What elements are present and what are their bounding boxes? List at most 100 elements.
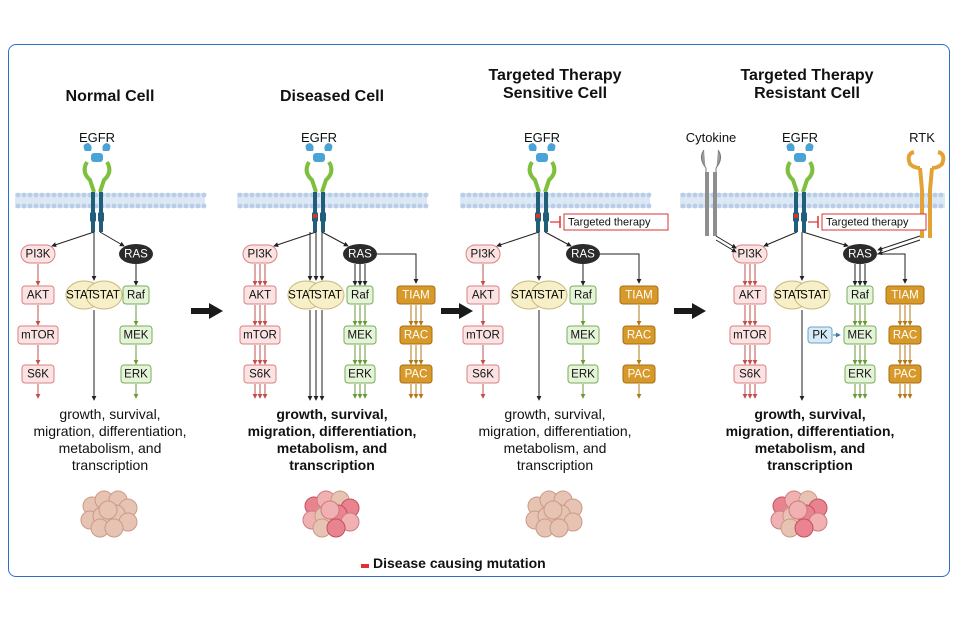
lipid-head <box>33 192 39 198</box>
transition-arrow <box>191 303 223 319</box>
ras-label: RAS <box>348 249 372 261</box>
lipid-head <box>716 192 722 198</box>
lipid-head <box>836 203 842 209</box>
membrane-band <box>680 193 945 208</box>
lipid-head <box>243 192 249 198</box>
lipid-head <box>195 203 201 209</box>
receptor-lobe <box>528 143 537 151</box>
lipid-head <box>634 192 640 198</box>
pi3k-node-label: PI3K <box>26 249 51 261</box>
lipid-head <box>598 192 604 198</box>
lipid-head <box>249 203 255 209</box>
receptor-lobe <box>83 143 92 151</box>
pac-node <box>399 364 433 384</box>
mtor-node-label: mTOR <box>466 330 500 342</box>
lipid-head <box>902 203 908 209</box>
rac-node <box>888 325 922 345</box>
receptor-label: EGFR <box>79 130 115 145</box>
lipid-head <box>842 192 848 198</box>
sk6-node <box>243 364 277 384</box>
lipid-head <box>189 203 195 209</box>
rtk-arm <box>918 167 924 191</box>
transition-arrow <box>674 303 706 319</box>
lipid-head <box>740 203 746 209</box>
receptor-kinase <box>90 212 96 222</box>
lipid-head <box>159 203 165 209</box>
lipid-head <box>550 203 556 209</box>
pac-node-label: PAC <box>894 369 917 381</box>
lipid-head <box>890 192 896 198</box>
receptor-lobe <box>305 143 314 151</box>
lipid-head <box>15 203 21 209</box>
lipid-head <box>387 192 393 198</box>
lipid-head <box>854 192 860 198</box>
lipid-head <box>788 203 794 209</box>
receptor-arm <box>801 160 815 193</box>
lipid-head <box>884 192 890 198</box>
lipid-head <box>680 192 686 198</box>
lipid-head <box>129 192 135 198</box>
mtor-node-label: mTOR <box>21 330 55 342</box>
lipid-head <box>878 203 884 209</box>
lipid-head <box>788 192 794 198</box>
lipid-head <box>728 203 734 209</box>
lipid-head <box>932 192 938 198</box>
receptor-lobe <box>805 143 814 151</box>
lipid-head <box>27 203 33 209</box>
ras-node <box>119 244 153 264</box>
receptor-label: EGFR <box>301 130 337 145</box>
erk-node <box>120 364 152 384</box>
lipid-head <box>255 203 261 209</box>
akt-node-label: AKT <box>472 290 494 302</box>
stat-label: STAT <box>774 290 802 302</box>
lipid-head <box>255 192 261 198</box>
pi3k-node <box>465 244 501 264</box>
raf-node-label: Raf <box>127 290 146 302</box>
lipid-head <box>628 192 634 198</box>
lipid-head <box>237 203 243 209</box>
ras-node <box>343 244 377 264</box>
lipid-head <box>616 203 622 209</box>
lipid-head <box>562 192 568 198</box>
lipid-head <box>526 192 532 198</box>
cytokine-label: Cytokine <box>686 130 737 145</box>
lipid-head <box>129 203 135 209</box>
lipid-head <box>646 203 652 209</box>
receptor-head <box>536 153 548 162</box>
lipid-head <box>411 203 417 209</box>
stat-ellipse <box>307 280 345 310</box>
lipid-head <box>243 203 249 209</box>
lipid-head <box>261 203 267 209</box>
lipid-head <box>369 192 375 198</box>
rac-node-label: RAC <box>627 330 651 342</box>
lipid-head <box>39 203 45 209</box>
sk6-node-label: S6K <box>249 369 271 381</box>
pi3k-node-label: PI3K <box>738 249 763 261</box>
pi3k-node <box>20 244 56 264</box>
lipid-head <box>698 203 704 209</box>
egfr-receptor <box>82 143 112 232</box>
lipid-head <box>634 203 640 209</box>
lipid-head <box>764 203 770 209</box>
ras-node <box>566 244 600 264</box>
lipid-head <box>484 203 490 209</box>
lipid-head <box>472 192 478 198</box>
lipid-head <box>81 203 87 209</box>
therapy-box <box>563 213 669 231</box>
lipid-head <box>830 192 836 198</box>
cytokine-stem <box>705 172 709 236</box>
receptor-label: EGFR <box>524 130 560 145</box>
erk-node <box>844 364 876 384</box>
cell-membrane <box>15 192 207 209</box>
arrow <box>877 239 921 256</box>
outcome-text: transcription <box>517 457 593 473</box>
lipid-head <box>111 203 117 209</box>
lipid-head <box>490 203 496 209</box>
cell-membrane <box>680 192 945 209</box>
lipid-head <box>836 192 842 198</box>
raf-node-label: Raf <box>574 290 593 302</box>
rac-node <box>399 325 433 345</box>
lipid-head <box>15 192 21 198</box>
outcome-text: migration, differentiation, <box>478 423 631 439</box>
lipid-head <box>339 192 345 198</box>
